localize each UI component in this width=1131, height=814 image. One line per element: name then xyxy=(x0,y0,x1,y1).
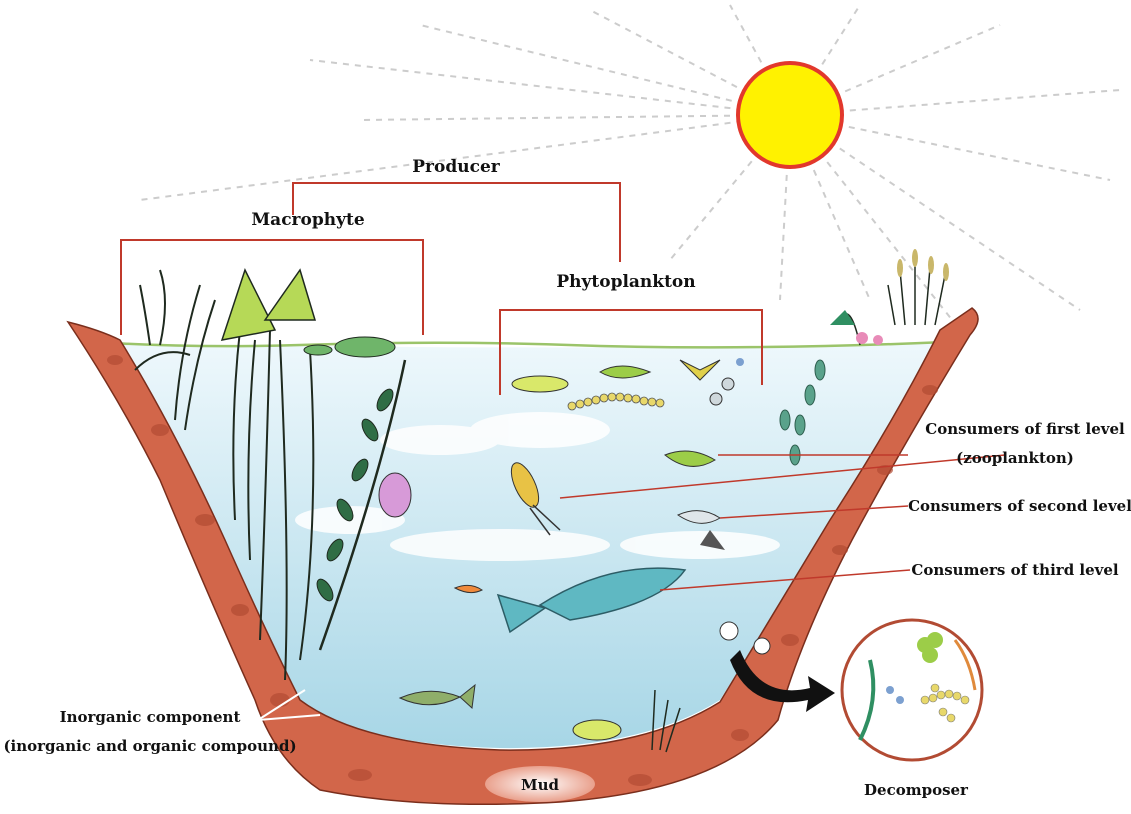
yellow-blob xyxy=(573,720,621,740)
decomposer-circle xyxy=(842,620,982,760)
lotus xyxy=(830,310,883,345)
right-bank-plants xyxy=(840,262,945,345)
arrowhead-leaves xyxy=(222,270,315,340)
inorganic-label-line1: Inorganic component xyxy=(60,708,241,726)
consumers-third-label: Consumers of third level xyxy=(911,561,1119,579)
inorganic-label-line2: (inorganic and organic compound) xyxy=(3,737,296,755)
consumers-first-label: Consumers of first level xyxy=(925,420,1125,438)
consumers-second-label: Consumers of second level xyxy=(908,497,1131,515)
producer-label: Producer xyxy=(412,157,500,177)
cattail-heads xyxy=(897,249,949,281)
phytoplankton-label: Phytoplankton xyxy=(556,272,695,292)
decomposer-label: Decomposer xyxy=(864,781,969,799)
lily-pads xyxy=(304,337,395,357)
zooplankton-label: (zooplankton) xyxy=(956,449,1074,467)
water-surface xyxy=(112,342,946,347)
macrophyte-label: Macrophyte xyxy=(251,210,364,230)
mud-label: Mud xyxy=(521,776,560,794)
sun xyxy=(738,63,842,167)
